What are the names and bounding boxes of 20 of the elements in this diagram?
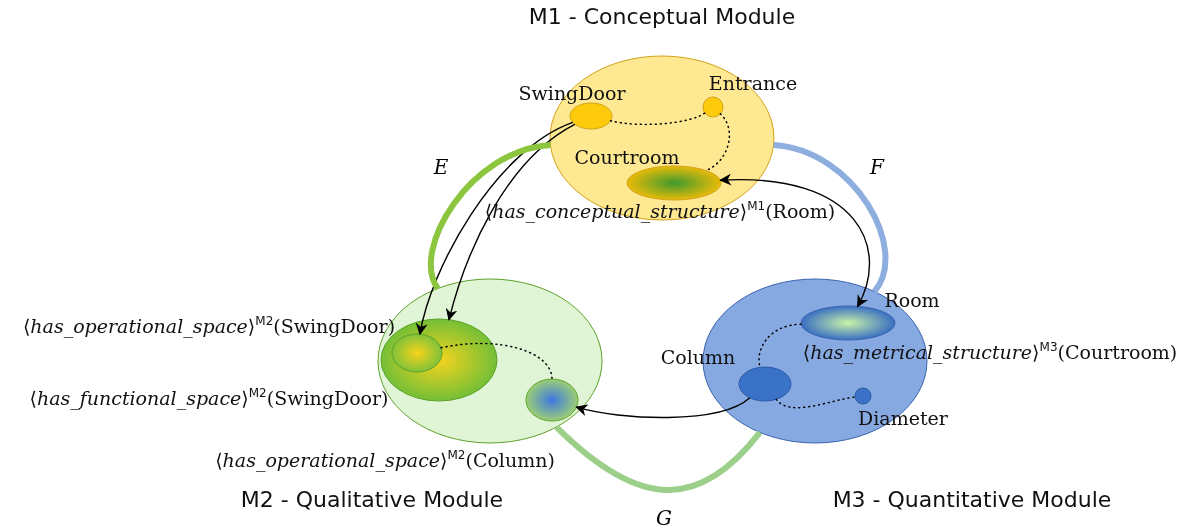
arrow	[719, 174, 871, 308]
mapping-arc	[554, 424, 763, 493]
module-title: M2 - Qualitative Module	[240, 487, 504, 513]
module-title: M3 - Quantitative Module	[832, 487, 1112, 513]
mapping-arc	[428, 142, 551, 290]
concept-label: SwingDoor	[518, 82, 626, 104]
concept-label: ⟨has_operational_space⟩$^{M2}$(SwingDoor)	[22, 315, 396, 337]
dotted-line	[440, 342, 553, 380]
dotted-line	[705, 113, 731, 172]
dotted-line	[609, 112, 706, 126]
concept-label: Courtroom	[574, 146, 680, 168]
dotted-line	[775, 396, 856, 409]
arrow	[446, 123, 576, 321]
concept-label: ⟨has_operational_space⟩$^{M2}$(Column)	[215, 449, 555, 471]
arrow	[416, 121, 574, 336]
module-title: M1 - Conceptual Module	[528, 4, 796, 30]
concept-label: Room	[884, 289, 940, 311]
mapping-arc	[773, 141, 889, 294]
arrow	[575, 397, 751, 419]
concept-label: ⟨has_functional_space⟩$^{M2}$(SwingDoor)	[29, 387, 389, 409]
